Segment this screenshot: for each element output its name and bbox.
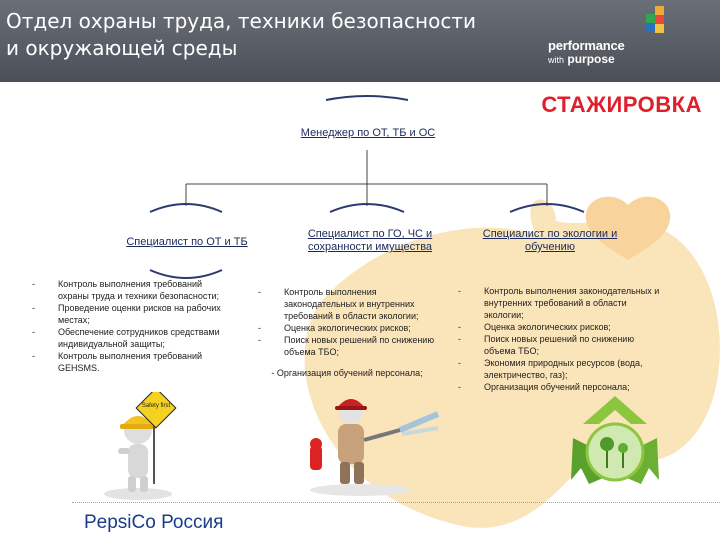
duty-item: Оценка экологических рисков; bbox=[258, 322, 440, 334]
duty-item: Оценка экологических рисков; bbox=[458, 321, 668, 333]
specialist-ot-tb-title: Специалист по ОТ и ТБ bbox=[126, 236, 248, 248]
duty-item: Контроль выполнения законодательных и вн… bbox=[458, 285, 668, 321]
firefighter-icon bbox=[310, 399, 440, 496]
recycle-globe-icon bbox=[571, 396, 659, 484]
logo-graphic-icon bbox=[646, 6, 664, 33]
specialist-go-chs-duties: Контроль выполнения законодательных и вн… bbox=[258, 286, 440, 358]
duty-item: Поиск новых решений по снижению объема Т… bbox=[458, 333, 668, 357]
internship-badge: СТАЖИРОВКА bbox=[541, 92, 702, 117]
duty-item: Экономия природных ресурсов (вода, элект… bbox=[458, 357, 668, 381]
safety-worker-icon: Safety first bbox=[104, 392, 177, 500]
duty-item: Контроль выполнения законодательных и вн… bbox=[258, 286, 440, 322]
manager-title: Менеджер по ОТ, ТБ и ОС bbox=[300, 127, 436, 139]
footer-brand: PepsiCo Россия bbox=[84, 512, 224, 533]
duty-item: Обеспечение сотрудников средствами индив… bbox=[32, 326, 232, 350]
specialist-go-chs-title: Специалист по ГО, ЧС и сохранности имуще… bbox=[307, 228, 433, 253]
header-bar: Отдел охраны труда, техники безопасности… bbox=[0, 0, 720, 82]
duty-item: Контроль выполнения требований GEHSMS. bbox=[32, 350, 232, 374]
logo-text-purpose-word: purpose bbox=[567, 52, 615, 66]
page-title: Отдел охраны труда, техники безопасности… bbox=[6, 9, 476, 60]
specialist-ecology-title: Специалист по экологии и обучению bbox=[482, 228, 618, 253]
duty-item: Поиск новых решений по снижению объема Т… bbox=[258, 334, 440, 358]
safety-sign-text: Safety first bbox=[142, 403, 171, 409]
specialist-ot-tb-duties: Контроль выполнения требований охраны тр… bbox=[32, 278, 232, 374]
footer-divider bbox=[72, 502, 720, 503]
duty-item: Контроль выполнения требований охраны тр… bbox=[32, 278, 232, 302]
logo-text-performance: performance bbox=[548, 38, 625, 53]
logo-text-with: with bbox=[548, 55, 565, 65]
specialist-ecology-duties: Контроль выполнения законодательных и вн… bbox=[458, 285, 668, 393]
specialist-go-chs-extra: - Организация обучений персонала; bbox=[271, 368, 423, 378]
performance-logo: performance with purpose bbox=[548, 6, 668, 70]
duty-item: Организация обучений персонала; bbox=[458, 381, 668, 393]
duty-item: Проведение оценки рисков на рабочих мест… bbox=[32, 302, 232, 326]
logo-text-purpose: with purpose bbox=[548, 52, 615, 66]
